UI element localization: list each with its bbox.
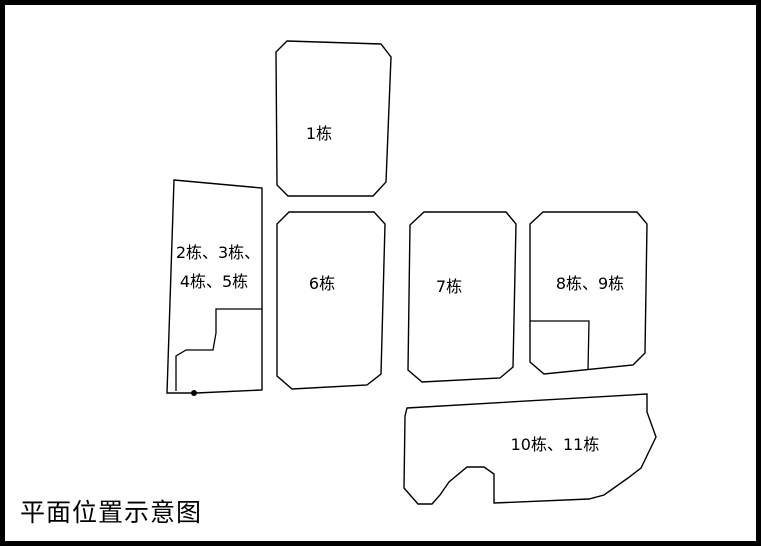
building-8-9: 8栋、9栋 xyxy=(529,211,648,375)
building-8-9-inner-line xyxy=(530,320,590,371)
building-6-label: 6栋 xyxy=(309,274,335,293)
building-1: 1栋 xyxy=(275,40,392,197)
building-2-3-4-5-outline xyxy=(166,179,263,394)
building-2-3-4-5-inner-line xyxy=(175,308,262,391)
building-10-11: 10栋、11栋 xyxy=(403,393,657,505)
building-6-outline xyxy=(276,211,386,390)
building-8-9-label: 8栋、9栋 xyxy=(556,274,624,293)
diagram-title: 平面位置示意图 xyxy=(20,498,203,527)
building-1-outline xyxy=(275,40,392,197)
building-2-3-4-5: 2栋、3栋、 4栋、5栋 xyxy=(166,179,263,396)
building-6: 6栋 xyxy=(276,211,386,390)
building-10-11-outline xyxy=(403,393,657,505)
building-10-11-label: 10栋、11栋 xyxy=(511,435,600,454)
building-7: 7栋 xyxy=(407,211,517,383)
building-7-outline xyxy=(407,211,517,383)
building-2-3-4-5-label-line2: 4栋、5栋 xyxy=(180,272,248,291)
entrance-dot xyxy=(191,390,197,396)
building-2-3-4-5-label-line1: 2栋、3栋、 xyxy=(176,243,260,262)
building-7-label: 7栋 xyxy=(436,277,462,296)
building-8-9-outline xyxy=(529,211,648,375)
building-1-label: 1栋 xyxy=(306,124,332,143)
